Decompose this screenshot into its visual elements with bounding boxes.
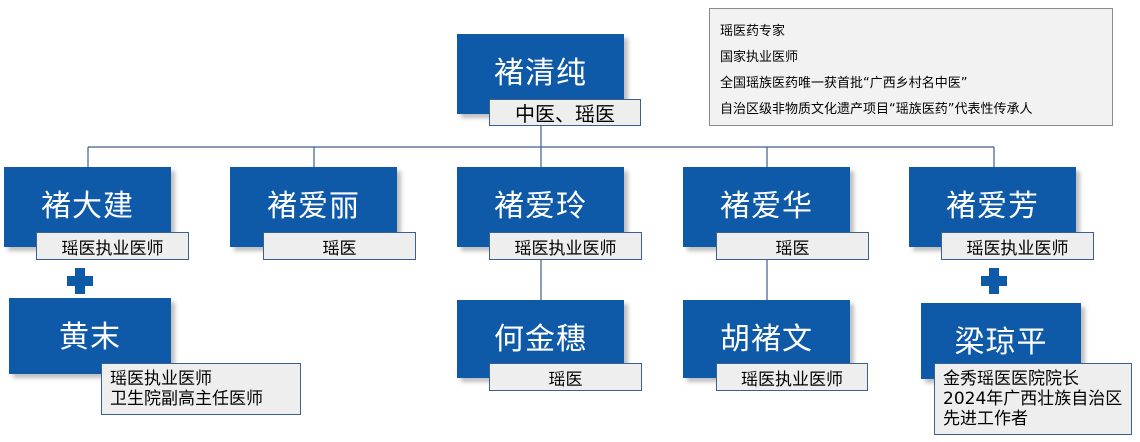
child-name: 褚爱玲 [494, 189, 587, 224]
spouse-tag-line: 金秀瑶医医院院长 [943, 369, 1079, 389]
spouse-name: 何金穗 [494, 322, 587, 357]
child-tag-1: 瑶医执业医师 [36, 232, 189, 260]
child-name: 褚爱芳 [946, 189, 1039, 224]
child-name: 褚爱丽 [267, 189, 360, 224]
child-tag-3: 瑶医执业医师 [489, 232, 642, 260]
child-tag-5: 瑶医执业医师 [941, 232, 1094, 260]
spouse-tag-3: 瑶医执业医师 [716, 363, 868, 391]
spouse-name: 黄末 [59, 320, 121, 355]
spouse-name: 胡褚文 [720, 322, 813, 357]
spouse-tag-line: 卫生院副高主任医师 [110, 389, 263, 409]
spouse-name: 梁琼平 [954, 325, 1048, 360]
root-info-box: 瑶医药专家 国家执业医师 全国瑶族医药唯一获首批“广西乡村名中医” 自治区级非物… [709, 8, 1113, 126]
child-name: 褚爱华 [720, 189, 813, 224]
root-name: 褚清纯 [494, 56, 587, 91]
info-line: 瑶医药专家 [720, 24, 786, 39]
info-line: 国家执业医师 [720, 50, 799, 65]
spouse-tag-2: 瑶医 [489, 363, 642, 391]
spouse-tag-line: 瑶医执业医师 [110, 369, 212, 389]
info-line: 全国瑶族医药唯一获首批“广西乡村名中医” [720, 76, 968, 91]
spouse-node-1: 黄末 [9, 298, 171, 374]
root-tag: 中医、瑶医 [489, 99, 641, 126]
spouse-tag-line: 2024年广西壮族自治区 [943, 389, 1123, 409]
child-tag-4: 瑶医 [716, 232, 869, 260]
child-name: 褚大建 [41, 189, 134, 224]
info-line: 自治区级非物质文化遗产项目“瑶族医药”代表性传承人 [720, 102, 1033, 117]
child-tag-2: 瑶医 [263, 232, 416, 260]
plus-icon [981, 268, 1007, 294]
plus-icon [67, 268, 93, 294]
spouse-tag-1: 瑶医执业医师 卫生院副高主任医师 [101, 363, 301, 415]
spouse-tag-line: 先进工作者 [943, 409, 1028, 429]
spouse-tag-4: 金秀瑶医医院院长 2024年广西壮族自治区 先进工作者 [934, 363, 1132, 435]
